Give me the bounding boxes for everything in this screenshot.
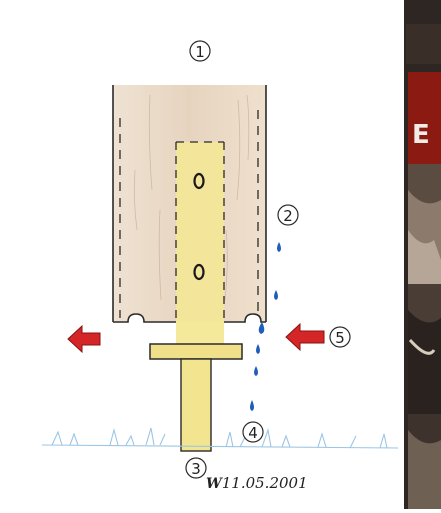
callout-4: 4 <box>243 422 263 442</box>
callout-2: 2 <box>278 205 298 225</box>
water-drop <box>277 242 281 252</box>
water-drop <box>259 322 265 334</box>
svg-text:5: 5 <box>335 329 345 347</box>
svg-text:1: 1 <box>195 43 205 61</box>
water-drop <box>256 344 260 354</box>
svg-text:3: 3 <box>191 460 201 478</box>
ground-grass <box>42 428 398 448</box>
banner-letter: E <box>412 120 430 150</box>
svg-text:2: 2 <box>283 207 293 225</box>
water-drop <box>254 366 258 376</box>
signature-date-text: 11.05.2001 <box>222 474 308 492</box>
photo-strip: E <box>404 0 441 509</box>
water-drop <box>250 400 254 411</box>
signature-date: W11.05.2001 <box>206 474 308 492</box>
photo-banner <box>408 72 441 164</box>
svg-text:4: 4 <box>248 424 258 442</box>
callout-3: 3 <box>186 458 206 478</box>
signature-initials: W <box>206 476 221 492</box>
arrow-left-icon <box>286 324 324 350</box>
arrow-left-icon <box>68 326 100 352</box>
callout-5: 5 <box>330 327 350 347</box>
water-drop <box>274 290 278 300</box>
callout-1: 1 <box>190 41 210 61</box>
